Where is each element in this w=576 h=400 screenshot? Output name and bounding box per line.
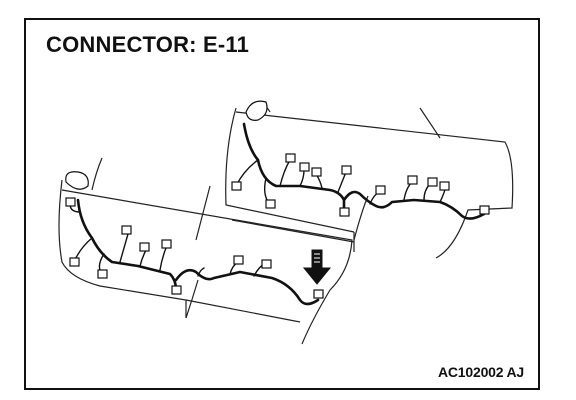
diagram-frame: CONNECTOR: E-11 AC102002 AJ <box>24 18 540 390</box>
connector-title: CONNECTOR: E-11 <box>46 32 250 57</box>
figure-code: AC102002 AJ <box>437 364 524 380</box>
front-body-outline <box>58 157 353 345</box>
connector-location-arrow <box>302 249 332 285</box>
rear-lamp <box>245 100 268 121</box>
front-lamp <box>65 171 89 190</box>
rear-harness <box>231 122 490 220</box>
front-harness <box>65 197 324 306</box>
